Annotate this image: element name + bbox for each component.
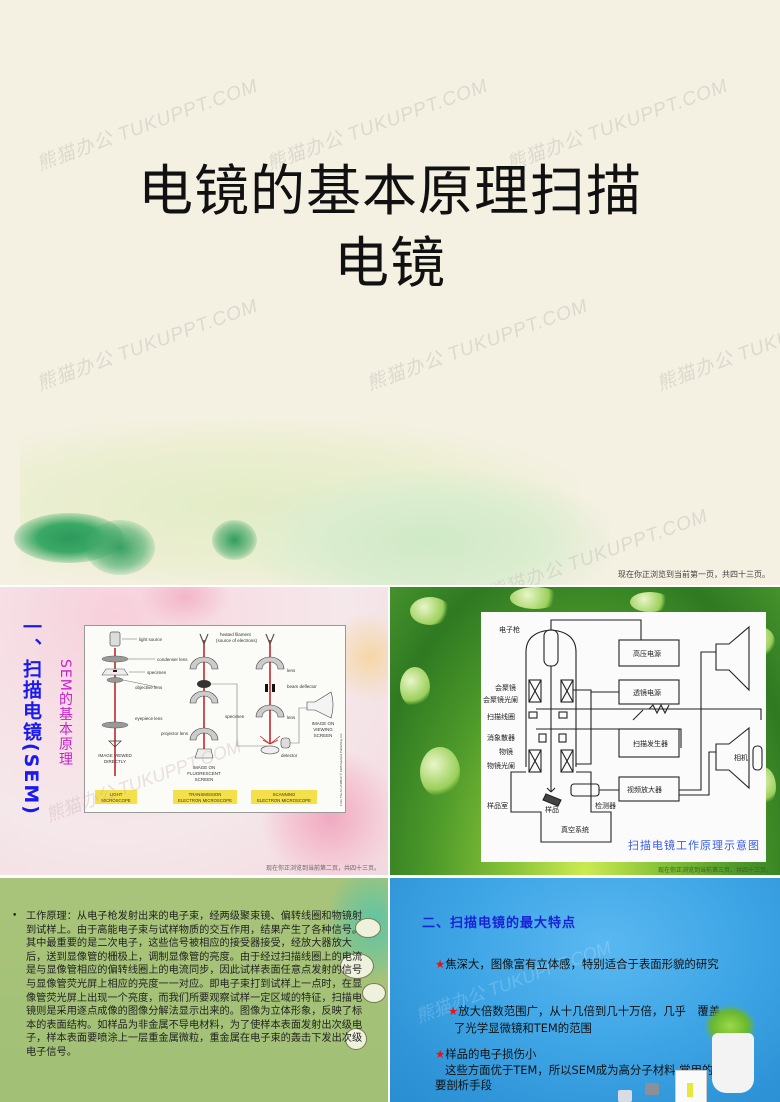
svg-text:检测器: 检测器 bbox=[595, 801, 616, 810]
water-drop bbox=[630, 592, 670, 612]
svg-text:SCREEN: SCREEN bbox=[195, 777, 214, 782]
microscope-comparison-figure: light source condenser lens specimen obj… bbox=[84, 625, 346, 813]
svg-text:DIRECTLY: DIRECTLY bbox=[104, 759, 126, 764]
svg-text:heated filament: heated filament bbox=[220, 632, 252, 637]
svg-text:IMAGE ON: IMAGE ON bbox=[312, 721, 335, 726]
figure-caption: 扫描电镜工作原理示意图 bbox=[628, 839, 760, 852]
ink-blot bbox=[212, 520, 257, 560]
svg-text:消象散器: 消象散器 bbox=[487, 733, 515, 742]
svg-text:IMAGE VIEWED: IMAGE VIEWED bbox=[98, 753, 132, 758]
water-drop bbox=[410, 597, 450, 625]
feature-item: ★样品的电子损伤小 这些方面优于TEM，所以SEM成为高分子材料 常用的重 要剖… bbox=[435, 1047, 725, 1092]
bicycle-wheel bbox=[345, 1028, 367, 1050]
svg-text:会聚镜: 会聚镜 bbox=[495, 683, 516, 692]
page-indicator: 现在你正浏览到当前第一页，共四十三页。 bbox=[618, 570, 770, 579]
watermark: 熊猫办公 TUKUPPT.COM bbox=[364, 295, 592, 396]
svg-text:lens: lens bbox=[287, 668, 296, 673]
slide-3-sem-schematic[interactable]: 电子枪 高压电源 会聚镜 会聚镜光阑 透镜电源 扫描线圈 消象散器 物镜 物镜光… bbox=[390, 587, 780, 875]
slide-2-sem-principle[interactable]: 一、扫描电镜(SEM) SEM的基本原理 light source conden… bbox=[0, 587, 388, 875]
ink-blot bbox=[85, 520, 155, 575]
sem-schematic: 电子枪 高压电源 会聚镜 会聚镜光阑 透镜电源 扫描线圈 消象散器 物镜 物镜光… bbox=[483, 619, 763, 843]
principle-paragraph: • 工作原理：从电子枪发射出来的电子束，经两级聚束镜、偏转线圈和物镜射到试样上。… bbox=[12, 910, 364, 1060]
slide-5-sem-features[interactable]: 熊猫办公 TUKUPPT.COM 二、扫描电镜的最大特点 ★焦深大，图像富有立体… bbox=[390, 878, 780, 1102]
feature-item: ★放大倍数范围广，从十几倍到几十万倍，几乎 覆盖 了光学显微镜和TEM的范围 bbox=[448, 1004, 721, 1035]
water-drop bbox=[420, 747, 460, 797]
slide-4-working-principle[interactable]: • 工作原理：从电子枪发射出来的电子束，经两级聚束镜、偏转线圈和物镜射到试样上。… bbox=[0, 878, 388, 1102]
sem-schematic-panel: 电子枪 高压电源 会聚镜 会聚镜光阑 透镜电源 扫描线圈 消象散器 物镜 物镜光… bbox=[481, 612, 766, 862]
slide-1-title[interactable]: 熊猫办公 TUKUPPT.COM 熊猫办公 TUKUPPT.COM 熊猫办公 T… bbox=[0, 0, 780, 585]
svg-text:相机: 相机 bbox=[734, 753, 748, 762]
svg-text:视频放大器: 视频放大器 bbox=[627, 785, 662, 794]
svg-text:light source: light source bbox=[139, 637, 163, 642]
svg-text:VIEWING: VIEWING bbox=[313, 727, 333, 732]
flowerpot-decoration bbox=[712, 1033, 754, 1093]
star-icon: ★ bbox=[448, 1004, 459, 1018]
section-title: 一、扫描电镜(SEM) bbox=[20, 617, 42, 816]
tree-decoration bbox=[362, 983, 386, 1003]
page-indicator: 现在你正浏览到当前第三页，共四十三页。 bbox=[657, 867, 772, 874]
star-icon: ★ bbox=[435, 957, 446, 971]
svg-text:objective lens: objective lens bbox=[135, 685, 163, 690]
svg-text:扫描发生器: 扫描发生器 bbox=[633, 739, 668, 748]
svg-text:beam deflector: beam deflector bbox=[287, 684, 317, 689]
svg-text:电子枪: 电子枪 bbox=[499, 625, 520, 634]
star-icon: ★ bbox=[435, 1047, 446, 1061]
svg-text:FLUORESCENT: FLUORESCENT bbox=[187, 771, 221, 776]
water-drop bbox=[510, 587, 560, 609]
section-heading: 二、扫描电镜的最大特点 bbox=[422, 916, 577, 931]
watermark: 熊猫办公 TUKUPPT.COM bbox=[654, 295, 780, 396]
svg-text:物镜: 物镜 bbox=[499, 747, 513, 756]
svg-text:扫描线圈: 扫描线圈 bbox=[487, 712, 515, 721]
svg-text:SCREEN: SCREEN bbox=[314, 733, 333, 738]
svg-text:detector: detector bbox=[281, 753, 298, 758]
svg-text:高压电源: 高压电源 bbox=[633, 649, 661, 658]
title-line-1: 电镜的基本原理扫描 bbox=[137, 159, 642, 223]
feature-item: ★焦深大，图像富有立体感，特别适合于表面形貌的研究 bbox=[435, 957, 719, 971]
section-subtitle: SEM的基本原理 bbox=[57, 659, 73, 767]
svg-text:样品: 样品 bbox=[545, 805, 559, 814]
calendar-tab bbox=[687, 1083, 693, 1097]
svg-text:物镜光阑: 物镜光阑 bbox=[487, 761, 515, 770]
watermark: 熊猫办公 TUKUPPT.COM bbox=[34, 295, 262, 396]
tree-decoration bbox=[340, 953, 374, 979]
svg-text:LIGHT: LIGHT bbox=[110, 792, 123, 797]
page-indicator: 现在你正浏览到当前第二页，共四十三页。 bbox=[265, 865, 380, 872]
water-drop bbox=[400, 667, 430, 707]
svg-text:projector lens: projector lens bbox=[161, 731, 189, 736]
svg-text:SCANNING: SCANNING bbox=[273, 792, 296, 797]
svg-text:specimen: specimen bbox=[147, 670, 167, 675]
svg-text:会聚镜光阑: 会聚镜光阑 bbox=[483, 695, 518, 704]
microscope-diagram: light source condenser lens specimen obj… bbox=[95, 631, 343, 806]
watercolor-wash bbox=[250, 470, 610, 585]
flower-decoration bbox=[140, 587, 230, 627]
svg-text:From The Art of MBoC © 1995 Ga: From The Art of MBoC © 1995 Garland Publ… bbox=[339, 733, 343, 806]
svg-text:condenser lens: condenser lens bbox=[157, 657, 188, 662]
bullet-marker: • bbox=[12, 911, 18, 921]
svg-text:样品室: 样品室 bbox=[487, 801, 508, 810]
svg-text:lens: lens bbox=[287, 715, 296, 720]
title-line-2: 电镜 bbox=[333, 231, 446, 295]
svg-text:IMAGE ON: IMAGE ON bbox=[193, 765, 216, 770]
svg-text:ELECTRON MICROSCOPE: ELECTRON MICROSCOPE bbox=[257, 798, 311, 803]
svg-text:真空系统: 真空系统 bbox=[561, 825, 589, 834]
svg-text:(source of electrons): (source of electrons) bbox=[216, 638, 258, 643]
slide-title: 电镜的基本原理扫描 电镜 bbox=[0, 155, 780, 299]
paragraph-text: 工作原理：从电子枪发射出来的电子束，经两级聚束镜、偏转线圈和物镜射到试样上。由于… bbox=[26, 911, 363, 1058]
keycap-decoration bbox=[618, 1090, 632, 1102]
keycap-decoration bbox=[645, 1083, 659, 1095]
svg-text:eyepiece lens: eyepiece lens bbox=[135, 716, 163, 721]
svg-text:TRANSMISSION: TRANSMISSION bbox=[189, 792, 222, 797]
tree-decoration bbox=[355, 918, 381, 938]
svg-text:ELECTRON MICROSCOPE: ELECTRON MICROSCOPE bbox=[178, 798, 232, 803]
svg-text:MICROSCOPE: MICROSCOPE bbox=[101, 798, 130, 803]
svg-text:specimen: specimen bbox=[225, 714, 245, 719]
svg-text:透镜电源: 透镜电源 bbox=[633, 688, 661, 697]
